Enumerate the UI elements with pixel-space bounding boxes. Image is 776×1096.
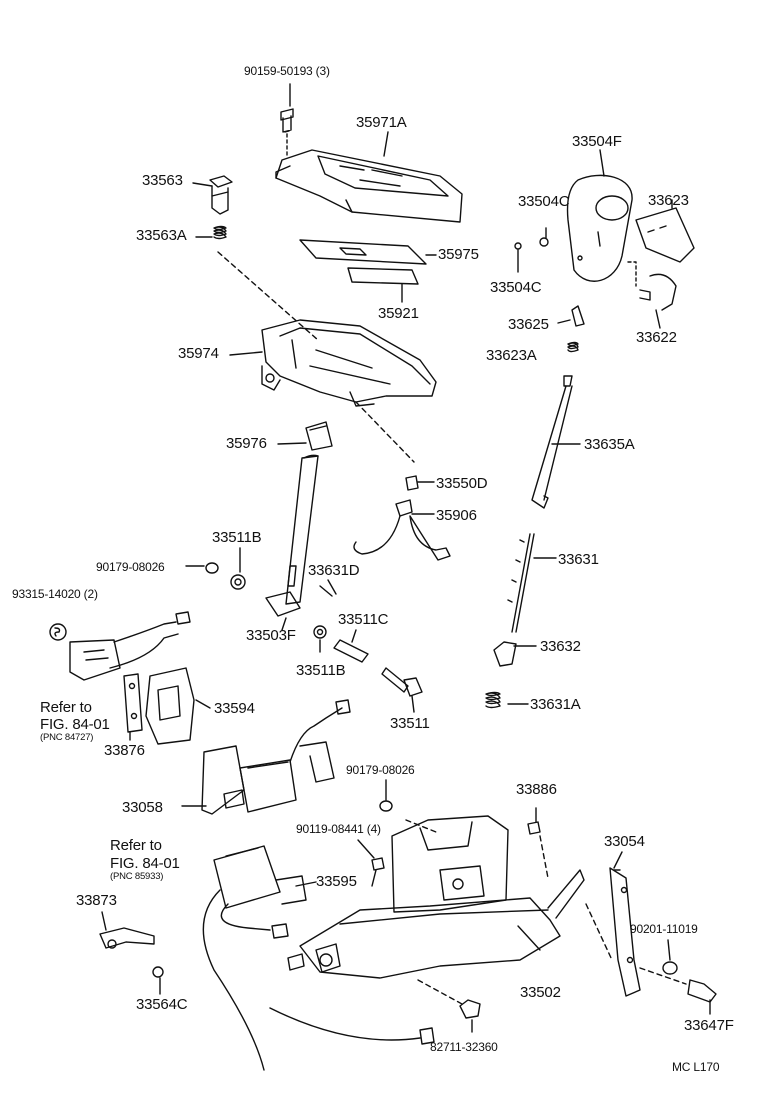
clip-33622	[627, 261, 677, 329]
part-label-35976: 35976	[226, 435, 267, 452]
part-label-33563: 33563	[142, 172, 183, 189]
part-label-33647F: 33647F	[684, 1017, 734, 1034]
rod-33635A	[531, 375, 581, 509]
part-label-35975: 35975	[438, 246, 479, 263]
part-label-33054: 33054	[604, 833, 645, 850]
knob-shell-33504F	[566, 149, 633, 282]
bracket-33054	[609, 851, 641, 997]
spring-33563A	[195, 225, 319, 341]
part-label-33595: 33595	[316, 873, 357, 890]
part-label-33511B-top: 33511B	[212, 529, 262, 546]
bracket-33594	[145, 667, 211, 745]
part-label-90201: 90201-11019	[630, 922, 698, 936]
button-33623	[635, 199, 695, 263]
part-label-33631: 33631	[558, 551, 599, 568]
indicator-plate-35975	[299, 239, 437, 265]
reference-2-line3: (PNC 85933)	[110, 871, 164, 882]
part-label-90159: 90159-50193 (3)	[244, 64, 330, 78]
console-cover-35971A	[275, 131, 463, 223]
reference-1-line2: FIG. 84-01	[40, 716, 110, 733]
assembly-lines	[405, 819, 687, 985]
part-label-33876: 33876	[104, 742, 145, 759]
plate-35921	[347, 267, 419, 303]
washer-90179	[185, 562, 219, 574]
part-label-33504F: 33504F	[572, 133, 622, 150]
cable-82711	[269, 979, 481, 1045]
reference-2-line1: Refer to	[110, 837, 162, 854]
part-label-33550D: 33550D	[436, 475, 488, 492]
part-label-33504C-bottom: 33504C	[490, 279, 542, 296]
part-label-33623A: 33623A	[486, 347, 537, 364]
spring-33623A	[567, 341, 579, 353]
figure-code: MC L170	[672, 1060, 720, 1074]
plate-33876	[123, 673, 143, 741]
part-label-90119: 90119-08441 (4)	[296, 822, 381, 836]
bolt-33511	[381, 667, 423, 713]
spring-33631A	[485, 691, 529, 709]
part-label-33632: 33632	[540, 638, 581, 655]
knob-33563	[192, 175, 233, 215]
part-label-33058: 33058	[122, 799, 163, 816]
housing-35974	[229, 319, 437, 463]
collar-33511B-lower	[313, 625, 327, 653]
part-label-33564C: 33564C	[136, 996, 188, 1013]
collar-33511B	[230, 547, 246, 590]
part-label-90179-mid: 90179-08026	[346, 763, 415, 777]
bolt-33647F	[687, 979, 717, 1015]
part-label-33594: 33594	[214, 700, 255, 717]
part-label-33511C: 33511C	[338, 611, 389, 628]
part-label-33635A: 33635A	[584, 436, 635, 453]
grommet-93315	[49, 623, 67, 641]
part-label-33563A: 33563A	[136, 227, 187, 244]
pin-33625	[557, 305, 585, 327]
part-label-33625: 33625	[508, 316, 549, 333]
solenoid-33058	[181, 699, 351, 815]
part-label-33623: 33623	[648, 192, 689, 209]
part-label-33873: 33873	[76, 892, 117, 909]
part-label-35974: 35974	[178, 345, 219, 362]
sensor-33550D	[405, 475, 435, 491]
part-label-33631A: 33631A	[530, 696, 581, 713]
part-label-82711: 82711-32360	[430, 1040, 498, 1054]
rod-33631	[507, 533, 557, 633]
computer-33595	[202, 845, 317, 1071]
part-label-33503F: 33503F	[246, 627, 296, 644]
part-label-35921: 35921	[378, 305, 419, 322]
lever-33503F	[265, 454, 319, 631]
boot-35976	[277, 421, 333, 451]
part-label-33622: 33622	[636, 329, 677, 346]
harness-connector	[69, 611, 191, 681]
part-label-93315: 93315-14020 (2)	[12, 587, 98, 601]
reference-1-line3: (PNC 84727)	[40, 732, 94, 743]
reference-2-line2: FIG. 84-01	[110, 855, 180, 872]
screw-33504C	[514, 227, 549, 273]
part-label-35971A: 35971A	[356, 114, 407, 131]
part-33632	[493, 641, 537, 667]
switch-35906	[353, 499, 451, 561]
part-label-33886: 33886	[516, 781, 557, 798]
part-label-90179-top: 90179-08026	[96, 560, 165, 574]
part-label-33511B-bottom: 33511B	[296, 662, 346, 679]
part-label-33502: 33502	[520, 984, 561, 1001]
nut-33564C	[152, 966, 164, 995]
part-label-35906: 35906	[436, 507, 477, 524]
washer-90201	[662, 939, 678, 975]
clamp-33873	[99, 911, 155, 949]
reference-1-line1: Refer to	[40, 699, 92, 716]
bolt-90159	[280, 83, 294, 159]
pin-33511C	[333, 629, 369, 663]
part-label-33631D: 33631D	[308, 562, 360, 579]
part-label-33504C-top: 33504C	[518, 193, 570, 210]
pin-33631D	[319, 579, 337, 597]
bolt-90119	[357, 839, 385, 887]
washer-90179-mid	[379, 779, 393, 812]
part-33886	[527, 807, 541, 835]
part-label-33511: 33511	[390, 715, 430, 732]
base-assembly-33502	[287, 815, 585, 979]
